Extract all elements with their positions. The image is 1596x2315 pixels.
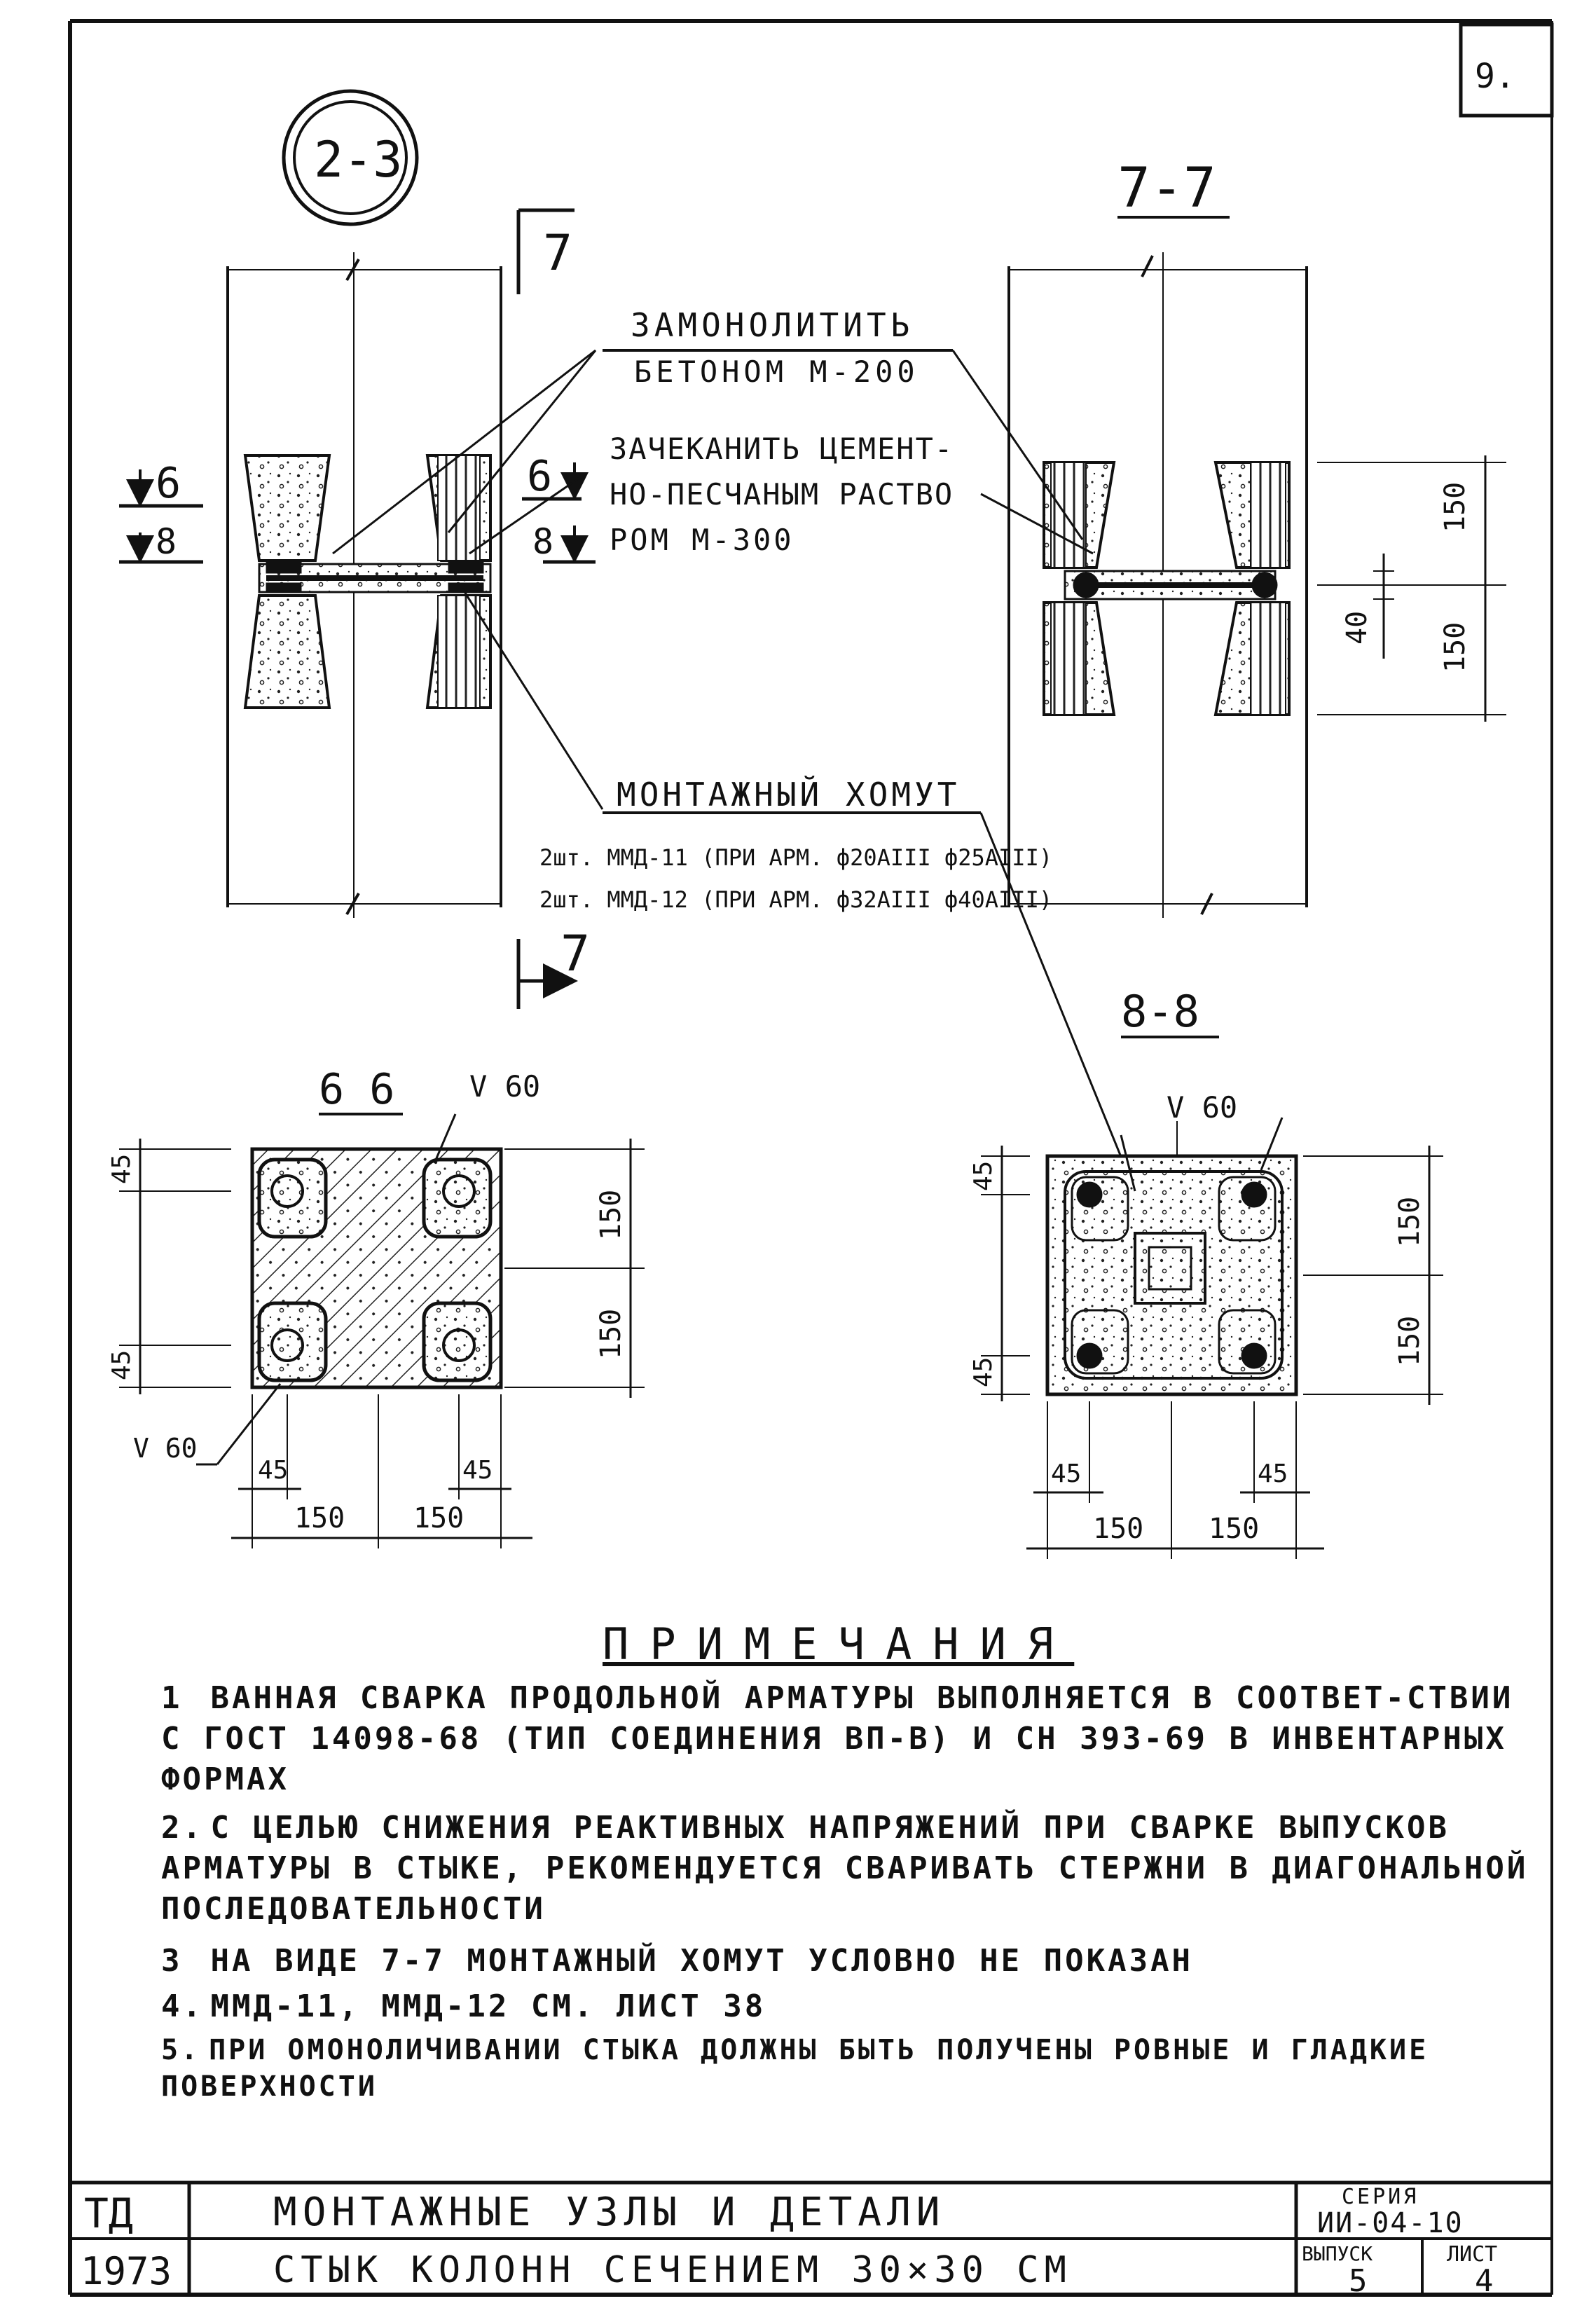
note-item: 4. ММД-11, ММД-12 СМ. ЛИСТ 38 — [161, 1986, 1555, 2027]
dim-88-150-left: 150 — [1093, 1513, 1143, 1545]
dim-88-150-bottom: 150 — [1394, 1316, 1426, 1366]
dim-88-45-top: 45 — [969, 1161, 998, 1191]
dim-88-150-top: 150 — [1394, 1197, 1426, 1247]
callout-mortar-l1: ЗАЧЕКАНИТЬ ЦЕМЕНТ- — [610, 432, 954, 466]
note-item: 2. С ЦЕЛЬЮ СНИЖЕНИЯ РЕАКТИВНЫХ НАПРЯЖЕНИ… — [161, 1808, 1555, 1930]
cut-6-right: 6 — [527, 452, 552, 501]
issue-label: ВЫПУСК — [1302, 2242, 1373, 2265]
dim-66-150-left: 150 — [294, 1502, 345, 1534]
dim-77-150-bottom: 150 — [1439, 622, 1471, 673]
callout-concrete-l2: БЕТОНОМ М-200 — [634, 355, 919, 389]
dim-88-45-bottom: 45 — [969, 1357, 998, 1387]
sheet-label: ЛИСТ — [1447, 2242, 1498, 2267]
section-7-7-elevation — [951, 216, 1506, 918]
dim-77-40: 40 — [1341, 611, 1373, 645]
callout-concrete-l1: ЗАМОНОЛИТИТЬ — [631, 306, 914, 344]
title-block-org: ТД — [84, 2190, 133, 2237]
note-number: 2. — [161, 1810, 204, 1846]
dim-77-150-top: 150 — [1439, 482, 1471, 533]
cut-7-bottom: 7 — [560, 925, 590, 982]
dim-66-45-top: 45 — [107, 1154, 136, 1184]
left-elevation — [119, 208, 1136, 1192]
callout-clamp-title: МОНТАЖНЫЙ ХОМУТ — [617, 776, 960, 813]
section-7-7-title: 7-7 — [1117, 157, 1216, 220]
section-8-8-plan — [981, 1036, 1443, 1559]
note-item: 5. ПРИ ОМОНОЛИЧИВАНИИ СТЫКА ДОЛЖНЫ БЫТЬ … — [161, 2032, 1555, 2105]
cut-6-left: 6 — [156, 459, 181, 508]
drawing-title-2: СТЫК КОЛОНН СЕЧЕНИЕМ 30×30 СМ — [273, 2249, 1072, 2291]
note-text: ВАННАЯ СВАРКА ПРОДОЛЬНОЙ АРМАТУРЫ ВЫПОЛН… — [161, 1680, 1514, 1797]
dim-88-150-right: 150 — [1209, 1513, 1259, 1545]
dim-88-45-left: 45 — [1051, 1459, 1081, 1488]
dim-66-150-bottom: 150 — [595, 1309, 627, 1359]
dim-66-45-left: 45 — [258, 1456, 288, 1485]
cut-8-left: 8 — [156, 521, 177, 562]
note-item: 1 ВАННАЯ СВАРКА ПРОДОЛЬНОЙ АРМАТУРЫ ВЫПО… — [161, 1678, 1555, 1800]
note-text: ПРИ ОМОНОЛИЧИВАНИИ СТЫКА ДОЛЖНЫ БЫТЬ ПОЛ… — [161, 2034, 1429, 2103]
node-mark-label: 2-3 — [314, 131, 402, 188]
note-number: 1 — [161, 1680, 183, 1716]
weld-label-66-top: V 60 — [469, 1069, 540, 1104]
cut-8-right: 8 — [532, 521, 553, 562]
callout-mortar-l3: РОМ М-300 — [610, 523, 794, 557]
dim-66-45-bottom: 45 — [107, 1350, 136, 1380]
issue-value: 5 — [1349, 2263, 1368, 2299]
title-block-grid — [70, 2180, 1552, 2295]
weld-label-88: V 60 — [1167, 1090, 1237, 1125]
section-8-8-title: 8-8 — [1121, 986, 1199, 1037]
note-text: НА ВИДЕ 7-7 МОНТАЖНЫЙ ХОМУТ УСЛОВНО НЕ П… — [210, 1943, 1194, 1979]
section-6-6-title: 6 6 — [319, 1065, 394, 1114]
title-block-year: 1973 — [81, 2249, 172, 2293]
series-label: СЕРИЯ — [1342, 2185, 1419, 2209]
callout-mortar-l2: НО-ПЕСЧАНЫМ РАСТВО — [610, 477, 954, 511]
drawing-title-1: МОНТАЖНЫЕ УЗЛЫ И ДЕТАЛИ — [273, 2190, 946, 2235]
dim-66-150-top: 150 — [595, 1190, 627, 1240]
note-number: 4. — [161, 1988, 204, 2024]
note-text: ММД-11, ММД-12 СМ. ЛИСТ 38 — [210, 1988, 766, 2024]
note-number: 5. — [161, 2034, 201, 2066]
sheet-value: 4 — [1475, 2263, 1494, 2299]
note-item: 3 НА ВИДЕ 7-7 МОНТАЖНЫЙ ХОМУТ УСЛОВНО НЕ… — [161, 1941, 1555, 1981]
drawing-labels: 9. 2-3 7-7 6 6 8-8 7 7 6 8 6 8 ЗАМОНОЛИТ… — [107, 57, 1515, 1545]
callout-clamp-l1: 2шт. ММД-11 (ПРИ АРМ. ф20АIII ф25АIII) — [539, 844, 1052, 871]
note-text: С ЦЕЛЬЮ СНИЖЕНИЯ РЕАКТИВНЫХ НАПРЯЖЕНИЙ П… — [161, 1810, 1529, 1927]
series-value: ИИ-04-10 — [1317, 2207, 1464, 2239]
sheet-frame — [68, 19, 1554, 2297]
node-mark — [282, 89, 419, 226]
cut-7-top: 7 — [543, 224, 572, 282]
weld-label-66-bottom: V 60 — [133, 1433, 198, 1464]
note-number: 3 — [161, 1943, 183, 1979]
section-6-6-plan — [119, 1113, 645, 1548]
notes-title: ПРИМЕЧАНИЯ — [603, 1619, 1075, 1670]
dim-66-45-right: 45 — [462, 1456, 493, 1485]
callout-clamp-l2: 2шт. ММД-12 (ПРИ АРМ. ф32АIII ф40АIII) — [539, 886, 1052, 913]
page-number: 9. — [1475, 57, 1515, 96]
dim-88-45-right: 45 — [1258, 1459, 1288, 1488]
dim-66-150-right: 150 — [413, 1502, 464, 1534]
